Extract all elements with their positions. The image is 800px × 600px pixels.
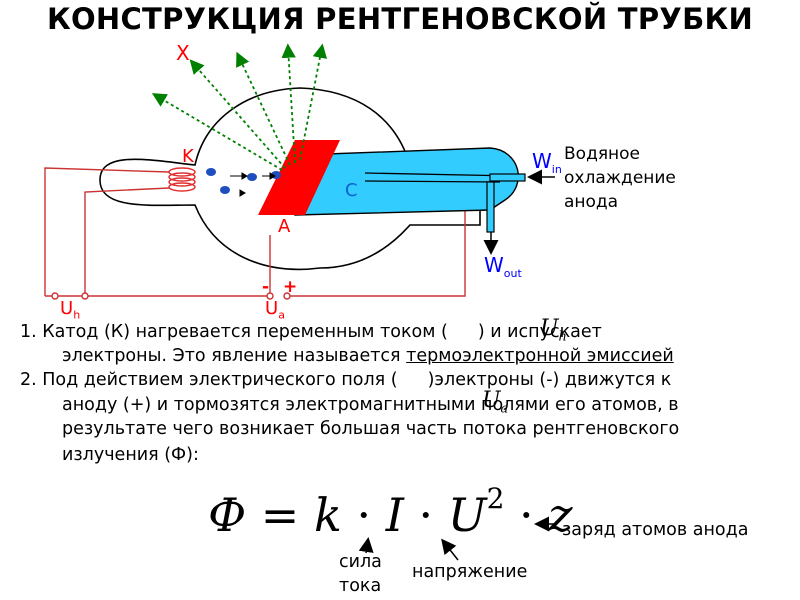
thermionic-emission-term: термоэлектронной эмиссией	[406, 346, 674, 366]
label-cooling-c: C	[345, 180, 358, 201]
var-uh: Uh	[540, 316, 567, 345]
paragraph-2-line-4: излучения (Ф):	[62, 445, 199, 465]
terminal-uh-left	[51, 292, 59, 300]
label-plus: +	[283, 277, 298, 297]
tube-envelope	[99, 87, 481, 271]
electrons	[206, 168, 281, 194]
electron	[247, 173, 257, 181]
annotation-u: напряжение	[412, 562, 528, 582]
paragraph-1-line-1: 1. Катод (К) нагревается переменным токо…	[20, 322, 602, 342]
water-inlet-pipe	[489, 173, 526, 182]
formula-phi: Ф	[208, 488, 247, 542]
label-minus: -	[262, 277, 270, 297]
terminal-uh-right	[81, 292, 89, 300]
label-x: X	[176, 41, 190, 65]
var-ua: Ua	[482, 388, 509, 417]
formula-i: I	[385, 488, 404, 542]
formula-exponent: 2	[486, 482, 505, 515]
paragraph-2-line-1: 2. Под действием электрического поля ()э…	[20, 370, 672, 390]
annotation-i: сила тока	[339, 552, 382, 596]
label-w-out: Wout	[484, 253, 522, 280]
cooling-caption: Водяное охлаждение анода	[564, 144, 676, 212]
label-w-in: Win	[532, 149, 562, 176]
formula-z: z	[548, 488, 573, 542]
label-uh: Uh	[60, 298, 81, 322]
formula-k: k	[313, 488, 342, 542]
cathode-coil	[168, 167, 196, 192]
electron	[206, 168, 216, 176]
xray-flux-formula: Ф = k · I · U2 · z	[208, 482, 573, 542]
circuit-wires	[44, 167, 466, 297]
label-anode-a: A	[278, 216, 291, 237]
paragraph-2-line-2: аноду (+) и тормозятся электромагнитными…	[62, 395, 679, 415]
formula-u: U	[447, 488, 487, 542]
terminal-ua-plus	[283, 292, 291, 300]
label-ua: Ua	[265, 298, 285, 322]
terminal-ua-minus	[266, 292, 274, 300]
page-title: КОНСТРУКЦИЯ РЕНТГЕНОВСКОЙ ТРУБКИ	[46, 2, 754, 36]
paragraph-1-line-2: электроны. Это явление называется термоэ…	[62, 346, 674, 366]
paragraph-2-line-3: результате чего возникает большая часть …	[62, 419, 680, 439]
anode-target	[258, 140, 340, 215]
annotation-z: заряд атомов анода	[562, 520, 749, 540]
label-cathode-k: K	[182, 146, 194, 167]
water-outlet-pipe	[486, 181, 495, 233]
electron	[220, 186, 230, 194]
xray-rays	[151, 43, 328, 171]
